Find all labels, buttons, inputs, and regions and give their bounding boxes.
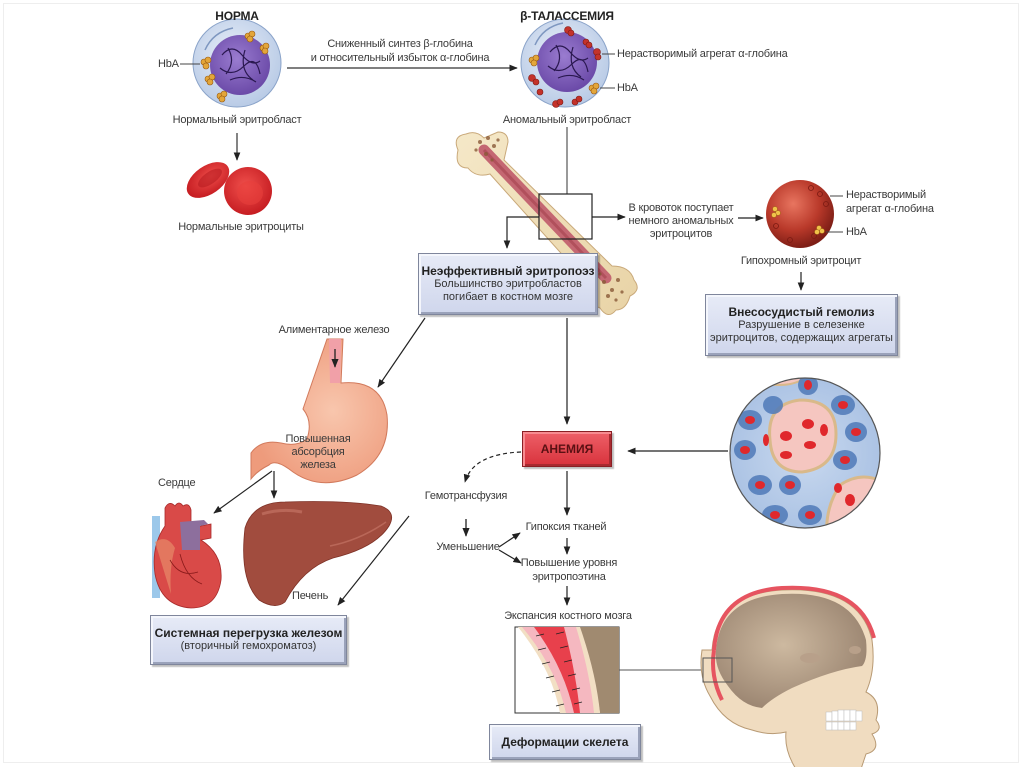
hypochromic-caption: Гипохромный эритроцит (740, 255, 862, 267)
anemia-title: АНЕМИЯ (540, 441, 594, 456)
iron-overload-title: Системная перегрузка железом (154, 626, 343, 640)
heart-label: Сердце (158, 477, 196, 489)
bloodstream-line3: эритроцитов (649, 228, 713, 240)
arrow-to-stomach (377, 317, 426, 388)
ineffective-line2: погибает в костном мозге (442, 290, 574, 303)
stomach-line3: железа (300, 459, 336, 471)
hypo-aggregate-line2: агрегат α-глобина (846, 203, 934, 215)
transfusion-label: Гемотрансфузия (424, 490, 508, 502)
stomach-line2: абсорбция (291, 446, 345, 458)
skeletal-deformity-box: Деформации скелета (489, 724, 641, 760)
bloodstream-line1: В кровоток поступает (628, 202, 734, 214)
stomach-line1: Повышенная (285, 433, 351, 445)
dashed-arrow-to-transfusion (463, 451, 522, 483)
ineffective-erythropoiesis-box: Неэффективный эритропоэз Большинство эри… (418, 253, 598, 315)
abnormal-erythroblast-caption: Аномальный эритробласт (502, 114, 632, 126)
hemolysis-title: Внесосудистый гемолиз (728, 304, 875, 319)
normal-erythroblast-icon (192, 18, 282, 108)
liver-icon (243, 501, 393, 606)
transition-line1: Сниженный синтез β-глобина (327, 38, 473, 50)
epo-line2: эритропоэтина (532, 571, 606, 583)
spleen-histology-icon (729, 377, 881, 529)
hypo-aggregate-line1: Нерастворимый (846, 189, 926, 201)
anemia-box: АНЕМИЯ (522, 431, 612, 467)
normal-erythroblast-caption: Нормальный эритробласт (172, 114, 302, 126)
bloodstream-line2: немного аномальных (628, 215, 734, 227)
hba-label: HbA (158, 58, 179, 70)
marrow-expansion-icon (514, 626, 620, 714)
hemolysis-line1: Разрушение в селезенке (738, 318, 865, 331)
dietary-iron-label: Алиментарное железо (278, 324, 390, 336)
hypochromic-rbc-icon (766, 180, 834, 248)
normal-rbc-icon (186, 162, 272, 215)
aggregate-label: Нерастворимый агрегат α-глобина (617, 48, 788, 60)
arrow-to-heart (213, 470, 273, 514)
page-frame (3, 3, 1019, 763)
thalassemia-title: β-ТАЛАССЕМИЯ (520, 9, 614, 23)
hba-label-thal: HbA (617, 82, 638, 94)
skull-icon (700, 585, 880, 767)
arrow-to-ineffective (503, 216, 539, 249)
arrow-decrease-to-hypoxia (498, 532, 521, 548)
marrow-expansion-label: Экспансия костного мозга (504, 610, 632, 622)
liver-label: Печень (292, 590, 329, 602)
abnormal-erythroblast-icon (520, 18, 610, 108)
skeleton-title: Деформации скелета (501, 734, 629, 749)
ineffective-line1: Большинство эритробластов (434, 277, 582, 290)
hypoxia-label: Гипоксия тканей (525, 521, 607, 533)
iron-overload-subtitle: (вторичный гемохроматоз) (180, 640, 317, 652)
normal-rbc-caption: Нормальные эритроциты (178, 221, 304, 233)
ineffective-title: Неэффективный эритропоэз (421, 263, 595, 278)
iron-overload-box: Системная перегрузка железом (вторичный … (150, 615, 347, 665)
epo-line1: Повышение уровня (520, 557, 618, 569)
transition-line2: и относительный избыток α-глобина (310, 52, 490, 64)
normal-title: НОРМА (215, 9, 259, 23)
heart-icon (152, 502, 222, 609)
hemolysis-line2: эритроцитов, содержащих агрегаты (710, 331, 893, 344)
arrow-to-iron-overload (337, 515, 410, 606)
arrow-decrease-to-epo (498, 549, 522, 564)
decrease-label: Уменьшение (436, 541, 500, 553)
hypo-hba-label: HbA (846, 226, 867, 238)
extravascular-hemolysis-box: Внесосудистый гемолиз Разрушение в селез… (705, 294, 898, 356)
